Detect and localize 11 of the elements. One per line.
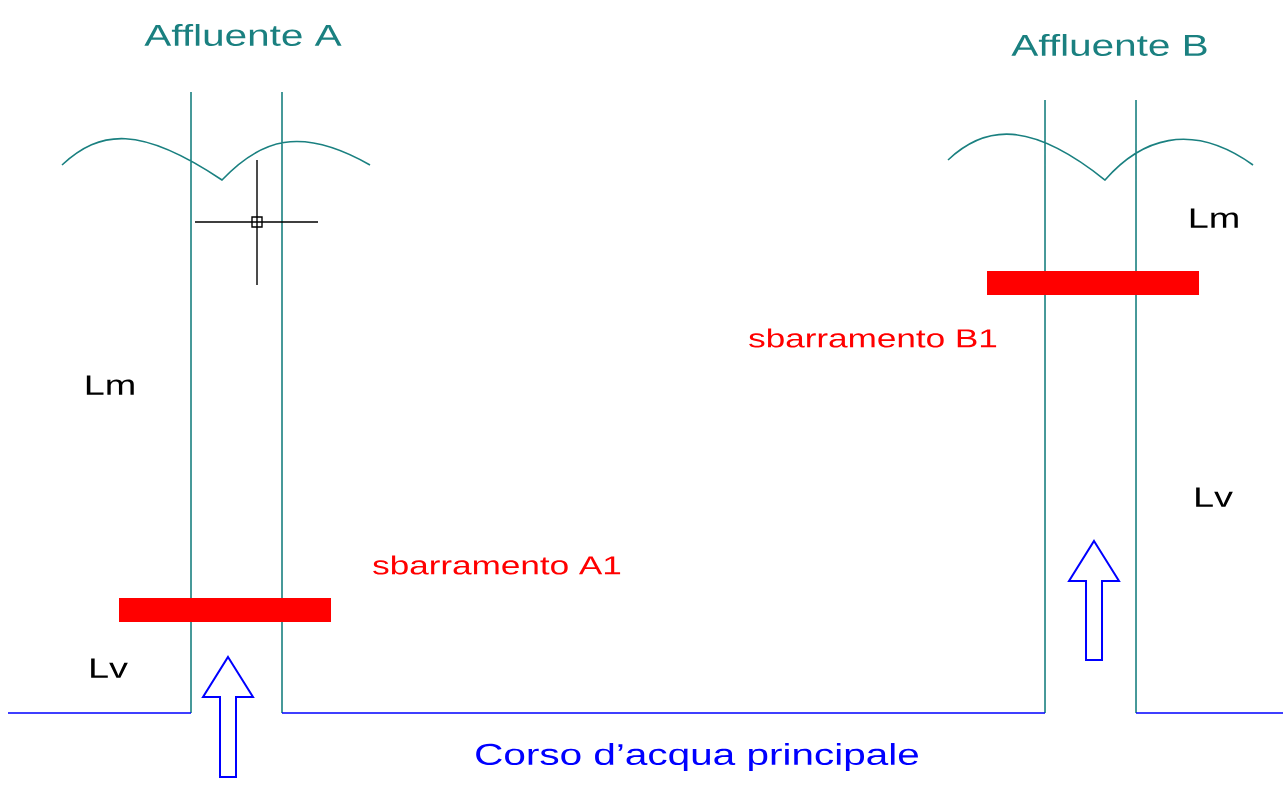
length-label: Lv <box>91 658 128 678</box>
tributary-name: Affluente A <box>144 24 342 46</box>
barrier-label: sbarramento B1 <box>749 328 997 348</box>
barrier-bar <box>987 271 1199 295</box>
barrier-label: sbarramento A1 <box>373 555 621 575</box>
length-label: Lv <box>1196 487 1233 507</box>
length-label: Lm <box>1190 208 1238 228</box>
length-label: Lm <box>86 375 134 395</box>
river-name: Corso d’acqua principale <box>476 743 918 771</box>
tributary-name: Affluente B <box>1011 34 1207 56</box>
barrier-bar <box>119 598 331 622</box>
